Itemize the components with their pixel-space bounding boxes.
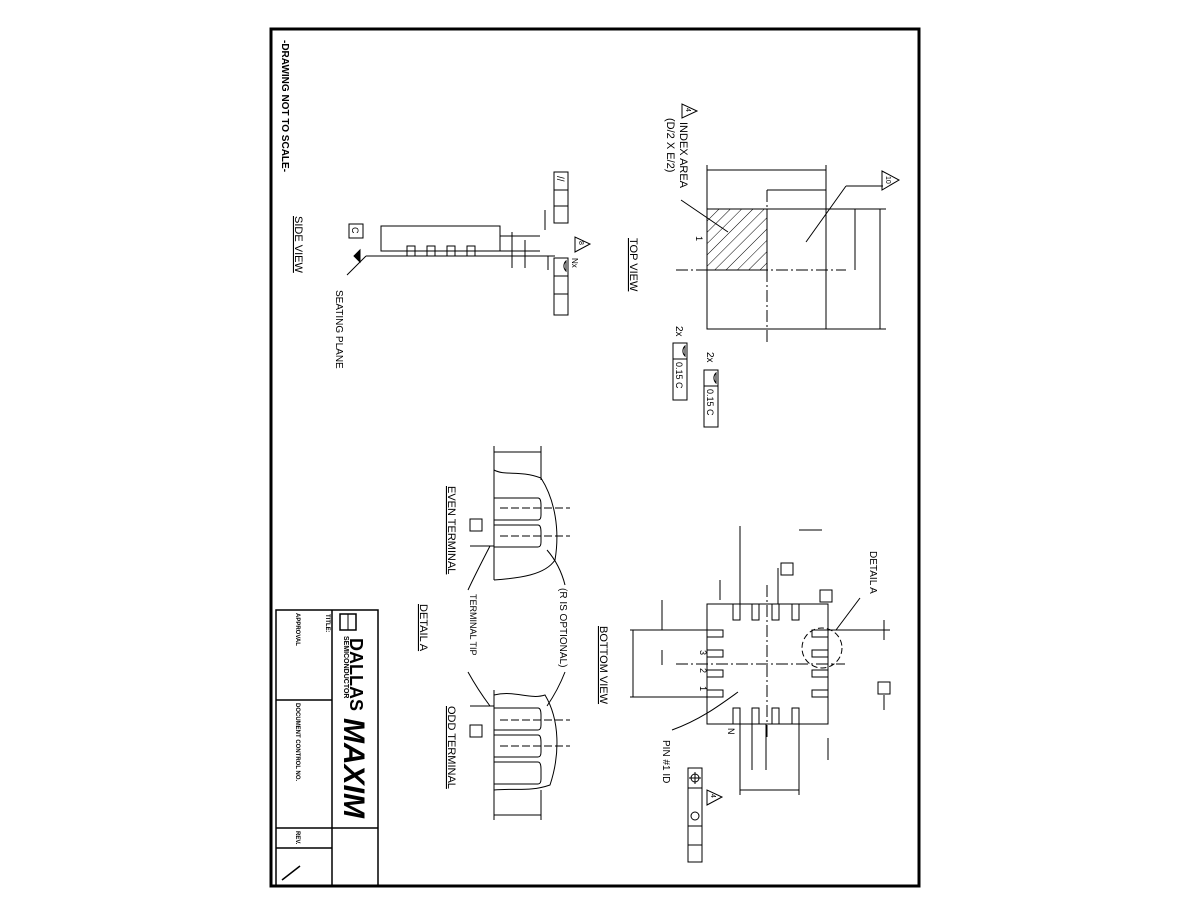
profile-surface-icon [563,259,567,273]
pin-number-3: 3 [698,650,708,655]
flatness-frame [553,257,569,316]
tol-box-small-2 [819,589,833,603]
company-1-sub: SEMICONDUCTOR [342,636,349,698]
approval-label: APPROVAL [294,613,300,646]
detail-a-even-terminal [467,446,570,591]
tol-box-small-3 [877,681,891,695]
tol-1-value: 0.15 C [705,389,715,416]
top-view [676,165,886,345]
pin1-id-label: PIN #1 ID [660,740,671,783]
scale-note: -DRAWING NOT TO SCALE- [279,40,290,172]
top-view-title: TOP VIEW [627,238,639,292]
r-optional-label: (R IS OPTIONAL) [557,588,568,667]
side-view-body [380,225,501,252]
bottom-flag-4-label: 4 [709,794,716,798]
parallelism-frame [553,171,569,224]
position-tol-frame [687,767,703,863]
seating-plane-label: SEATING PLANE [333,290,344,369]
title-label: TITLE: [324,614,330,633]
datum-c-label: C [350,227,360,234]
datum-c-frame [348,223,364,239]
flag-8-label: 8 [577,241,584,245]
index-note-flag: 4 [684,108,691,112]
pin-n-label: N [726,728,736,735]
index-area-formula: (D/2 X E/2) [664,118,676,172]
pin-number-2: 2 [698,668,708,673]
tol-frame-2 [672,342,688,401]
detail-a-odd-terminal [467,671,570,820]
circle-modifier-icon [690,811,700,821]
index-area-hatch [706,208,768,271]
bottom-view [630,526,890,795]
top-pin1-label: 1 [694,236,704,241]
nx-label: Nx [570,258,579,268]
profile-surface-icon [713,371,717,385]
profile-surface-icon [682,344,686,358]
pin-number-1: 1 [698,686,708,691]
tol-2-count: 2x [673,326,684,337]
company-2-logo: MAXIM [337,718,370,819]
detail-a-callout: DETAIL A [867,551,878,594]
bottom-view-title: BOTTOM VIEW [597,626,609,705]
company-1-logo: DALLAS [346,638,366,711]
tol-box-small-1 [780,562,794,576]
note-flag-4b-icon [706,789,724,806]
tol-frame-1 [703,369,719,428]
odd-terminal-label: ODD TERMINAL [445,706,457,789]
side-view [346,210,555,276]
doc-control-label: DOCUMENT CONTROL NO. [294,703,300,782]
sheet-border [269,27,921,888]
detail-a-title: DETAIL A [417,604,429,652]
flag-10-label: 10 [884,176,891,184]
terminal-tip-label: TERMINAL TIP [468,594,478,656]
tol-1-count: 2x [704,352,715,363]
parallel-symbol: // [554,176,565,182]
rev-label: REV. [294,831,300,845]
title-block [275,609,379,887]
note-flag-10-icon [881,170,901,191]
note-flag-8-icon [574,236,592,253]
index-area-label: INDEX AREA [677,122,689,189]
note-flag-4-icon [681,103,699,119]
tol-2-value: 0.15 C [674,362,684,389]
even-terminal-label: EVEN TERMINAL [445,486,457,574]
side-view-title: SIDE VIEW [292,216,304,273]
